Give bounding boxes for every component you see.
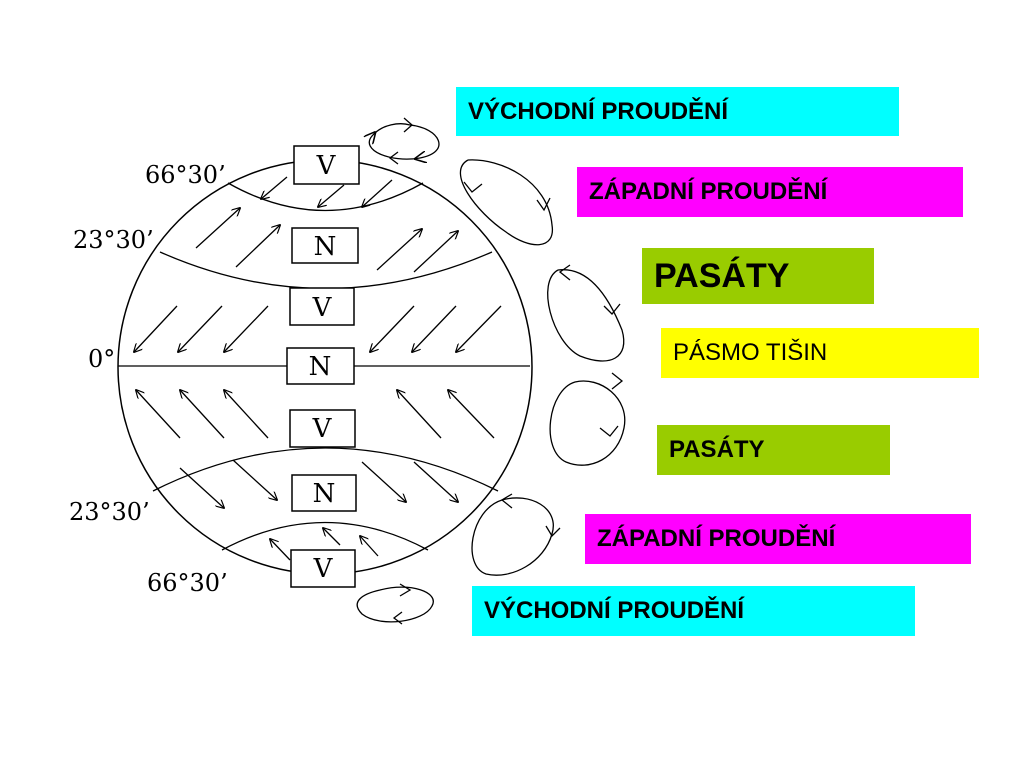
label-east-flow-south: VÝCHODNÍ PROUDĚNÍ [472,586,915,636]
label-calm-belt-text: PÁSMO TIŠIN [673,339,828,366]
loop-arrowhead [392,611,403,625]
wind-arrow [413,461,458,502]
latitude-line-south-66 [221,521,429,551]
label-trade-winds-north: PASÁTY [642,248,874,304]
latitude-label-south-23: 23°30’ [69,498,150,526]
loop-arrowheads [388,117,624,625]
wind-arrow [232,459,277,500]
circulation-loop [459,159,553,246]
circulation-loop [547,269,625,362]
latitude-label-north-23: 23°30’ [73,226,154,254]
circulation-loop [356,586,434,623]
loop-arrowhead [558,264,571,281]
loop-arrowhead [388,151,399,165]
circulation-loops [356,123,626,623]
label-west-flow-south-text: ZÁPADNÍ PROUDĚNÍ [597,525,836,552]
pressure-belt-box: N [286,347,355,385]
svg-text:V: V [312,414,333,444]
svg-text:N: N [313,479,336,509]
latitude-line-south-23 [152,447,499,492]
svg-text:V: V [313,554,334,584]
wind-arrow [448,390,495,439]
wind-arrow [412,305,457,352]
pressure-belt-box: N [291,474,357,512]
circulation-loop [369,123,440,159]
label-trade-winds-north-text: PASÁTY [654,256,790,295]
latitude-line-north-66 [227,182,424,212]
wind-arrow [224,305,269,352]
label-trade-winds-south-text: PASÁTY [669,436,765,463]
latitude-label-south-66: 66°30’ [147,569,228,597]
svg-text:N: N [309,352,332,382]
wind-arrows [134,176,502,561]
wind-arrow [413,231,458,273]
loop-arrowhead [603,303,621,315]
loop-arrowhead [545,525,561,538]
wind-arrow [397,390,442,439]
wind-arrow [360,536,379,557]
latitude-label-north-66: 66°30’ [145,161,226,189]
svg-text:V: V [312,293,333,323]
label-trade-winds-south: PASÁTY [657,425,890,475]
label-west-flow-north-text: ZÁPADNÍ PROUDĚNÍ [589,178,828,205]
wind-arrow [318,184,345,207]
wind-arrow [362,179,393,207]
wind-arrow [178,305,223,352]
wind-arrow [134,305,178,352]
pressure-belt-box: V [289,409,356,448]
wind-arrow [361,461,406,502]
circulation-loop [471,497,554,576]
loop-arrowhead [599,425,619,437]
wind-arrow [370,305,415,352]
loop-arrowhead [399,583,412,597]
wind-arrow [270,539,291,561]
wind-arrow [456,305,502,352]
wind-arrow [376,229,422,271]
loop-arrowhead [403,117,413,133]
loop-arrowhead [463,181,483,193]
wind-arrow [323,528,341,546]
label-east-flow-north: VÝCHODNÍ PROUDĚNÍ [456,87,899,136]
wind-arrow [180,390,225,439]
pressure-belt-box: N [291,227,359,264]
svg-text:V: V [316,151,337,181]
wind-arrow [179,467,224,508]
label-east-flow-south-text: VÝCHODNÍ PROUDĚNÍ [484,597,745,624]
wind-arrow [235,225,280,268]
wind-arrow [261,176,288,199]
pressure-belt-box: V [290,549,356,588]
wind-arrow [195,208,240,249]
latitude-label-equator: 0° [88,345,115,373]
wind-arrow [136,390,181,439]
wind-arrow [224,390,269,439]
loop-arrowhead [500,493,513,509]
label-calm-belt: PÁSMO TIŠIN [661,328,979,378]
label-west-flow-south: ZÁPADNÍ PROUDĚNÍ [585,514,971,564]
circulation-loop [549,380,626,466]
pressure-belt-box: V [289,287,355,326]
loop-arrowhead [536,197,551,212]
svg-text:N: N [314,232,337,262]
loop-arrowhead [611,372,624,390]
pressure-belt-box: V [293,145,360,185]
label-east-flow-north-text: VÝCHODNÍ PROUDĚNÍ [468,97,729,125]
label-west-flow-north: ZÁPADNÍ PROUDĚNÍ [577,167,963,217]
